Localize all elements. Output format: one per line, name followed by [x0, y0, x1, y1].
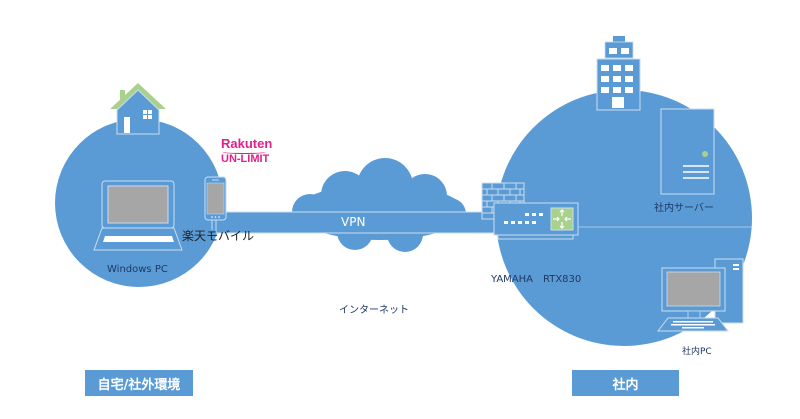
- office-pc-label: 社内PC: [682, 347, 712, 357]
- unlimit-logo-text: UN-LIMIT: [221, 153, 270, 165]
- server-icon: [660, 108, 715, 195]
- rakuten-logo-text: Rakuten: [221, 136, 273, 151]
- office-building-icon: [596, 36, 641, 111]
- house-icon: [110, 83, 166, 135]
- home-zone-label: 自宅/社外環境: [85, 370, 193, 396]
- rakuten-swoosh: [222, 150, 266, 154]
- router-label: YAMAHA RTX830: [491, 274, 582, 285]
- mobile-carrier-label: 楽天モバイル: [182, 229, 255, 243]
- windows-pc-label: Windows PC: [107, 264, 168, 275]
- rakuten-unlimit-logo: Rakuten UN-LIMIT: [221, 137, 272, 166]
- server-label: 社内サーバー: [654, 203, 714, 214]
- laptop-icon: [93, 180, 183, 251]
- cloud-icon: [292, 158, 466, 252]
- office-zone-label: 社内: [572, 370, 679, 396]
- router-icon: [493, 202, 579, 240]
- internet-label: インターネット: [339, 305, 409, 316]
- smartphone-icon: [204, 176, 227, 230]
- desktop-pc-icon: [656, 258, 744, 332]
- vpn-label: VPN: [341, 215, 366, 229]
